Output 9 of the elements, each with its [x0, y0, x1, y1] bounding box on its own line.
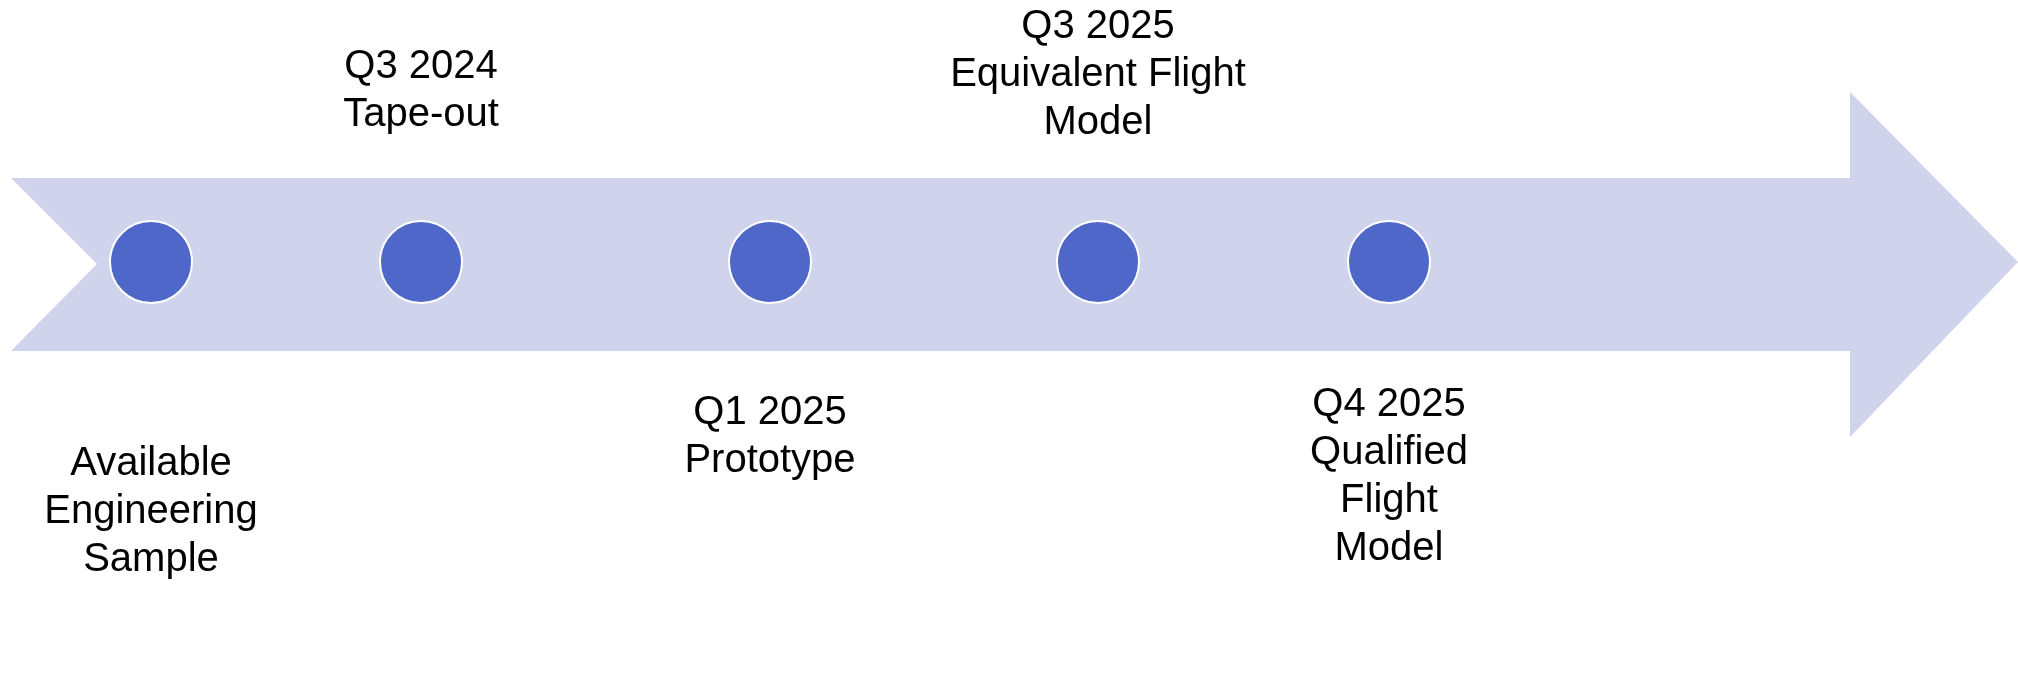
milestone-label: Q3 2025 — [1021, 1, 1175, 48]
milestone-label: Prototype — [684, 435, 856, 482]
milestone-label: Tape-out — [343, 89, 499, 136]
milestone-label: Q3 2024 — [344, 41, 498, 88]
milestone-label: Available Engineering Sample — [43, 438, 259, 581]
milestone-label: Q1 2025 — [693, 387, 847, 434]
milestone-label: Qualified Flight Model — [1309, 427, 1469, 570]
milestone-label: Equivalent Flight Model — [949, 49, 1247, 144]
milestone-label: Q4 2025 — [1312, 379, 1466, 426]
